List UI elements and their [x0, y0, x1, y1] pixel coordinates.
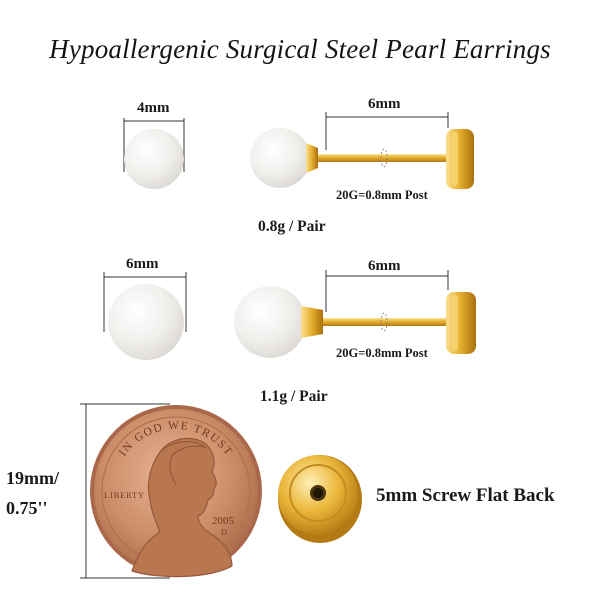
row2-earring	[234, 286, 476, 358]
coin-size-inch: 0.75''	[6, 498, 48, 518]
coin-size-dimension	[80, 403, 170, 579]
row1-post-dimension	[325, 112, 449, 150]
row2-weight: 1.1g / Pair	[260, 388, 328, 405]
coin-liberty-text: LIBERTY	[104, 490, 145, 500]
row1-earring	[250, 128, 474, 189]
penny-coin	[90, 405, 262, 578]
row1-weight: 0.8g / Pair	[258, 218, 326, 235]
row2-pearl	[108, 284, 184, 360]
screw-flat-back	[278, 455, 362, 543]
coin-size-mm: 19mm/	[6, 468, 59, 488]
row2-post-length: 6mm	[368, 258, 401, 274]
row1-post-gauge: 20G=0.8mm Post	[336, 188, 428, 202]
row2-pearl-diameter: 6mm	[126, 256, 159, 272]
row1-pearl-dimension	[123, 118, 185, 172]
row2-pearl-dimension	[103, 272, 187, 332]
coin-mint-mark: D	[221, 528, 227, 537]
row2-post-gauge: 20G=0.8mm Post	[336, 346, 428, 360]
coin-year: 2005	[212, 515, 235, 527]
row2-post-dimension	[325, 270, 449, 312]
row1-post-length: 6mm	[368, 96, 401, 112]
row1-pearl	[124, 129, 184, 189]
screw-back-label: 5mm Screw Flat Back	[376, 485, 555, 506]
row1-pearl-diameter: 4mm	[137, 100, 170, 116]
page-title: Hypoallergenic Surgical Steel Pearl Earr…	[49, 34, 551, 64]
